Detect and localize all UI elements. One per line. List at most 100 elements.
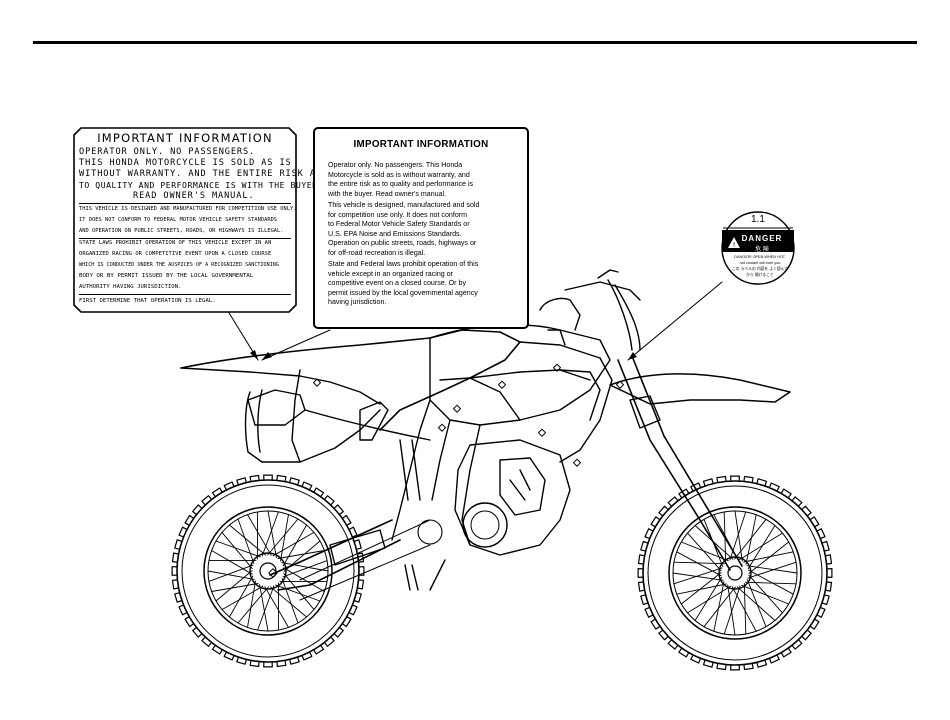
label-line: THIS HONDA MOTORCYCLE IS SOLD AS IS	[79, 158, 292, 168]
tire-knob	[650, 618, 661, 630]
wheel-spoke	[747, 525, 776, 570]
tire-knob	[356, 579, 365, 590]
danger-text: この ラベルの 内容を よく読んで	[731, 267, 789, 271]
tire-knob	[658, 629, 669, 641]
wheel-spoke	[259, 584, 269, 632]
tire-knob	[236, 656, 247, 665]
label-line: IT DOES NOT CONFORM TO FEDERAL MOTOR VEH…	[79, 217, 278, 223]
tire-knob	[791, 496, 803, 507]
tire-knob	[756, 659, 768, 668]
tire-knob	[768, 654, 780, 664]
wheel-spoke	[713, 581, 725, 632]
wheel-spoke	[673, 561, 725, 565]
danger-number: 1.1	[751, 214, 765, 225]
wheel-spoke	[676, 583, 727, 595]
wheel-spoke	[734, 510, 743, 562]
label-line: AUTHORITY HAVING JURISDICTION.	[79, 284, 182, 290]
tire-knob	[333, 626, 344, 638]
tire-knob	[816, 606, 826, 618]
wheel-spoke	[267, 518, 299, 556]
wheel-spoke	[748, 569, 794, 595]
tire-knob	[667, 639, 679, 650]
tire-knob	[667, 496, 679, 507]
wheel-spoke	[277, 550, 325, 559]
tire-knob	[743, 662, 754, 671]
tire-knob	[716, 662, 727, 671]
tire-knob	[174, 539, 183, 550]
tire-knob	[223, 481, 235, 491]
wheel-spoke	[731, 586, 757, 632]
tire-knob	[192, 504, 203, 516]
wheel-spoke	[729, 511, 747, 561]
label-line: OPERATOR ONLY. NO PASSENGERS.	[79, 147, 256, 157]
tire-knob	[323, 495, 335, 506]
tire-knob	[816, 528, 826, 540]
tire-knob	[178, 604, 188, 616]
label-paragraph: State and Federal laws prohibit operatio…	[328, 260, 479, 307]
tire-knob	[743, 475, 754, 484]
tire-knob	[348, 604, 358, 616]
tire-knob	[313, 644, 325, 655]
tire-knob	[702, 478, 714, 487]
tire-knob	[192, 626, 203, 638]
wheel-spoke	[673, 567, 723, 585]
wheel-spoke	[228, 524, 267, 556]
label-line: AND OPERATION ON PUBLIC STREETS, ROADS, …	[79, 228, 284, 234]
tire-knob	[824, 581, 833, 592]
label-title: IMPORTANT INFORMATION	[353, 139, 489, 150]
danger-text: から 開けること	[746, 273, 774, 277]
tire-knob	[824, 554, 833, 565]
danger-kanji: 危 険	[755, 247, 769, 253]
tire-knob	[174, 592, 183, 603]
tire-knob	[276, 474, 287, 483]
wheel-spoke	[687, 532, 722, 572]
wheel-spoke	[745, 514, 757, 565]
label-line: WHICH IS CONDUCTED UNDER THE AUSPICES OF…	[79, 262, 279, 268]
tire-knob	[333, 504, 344, 516]
tire-knob	[644, 606, 654, 618]
tire-knob	[171, 579, 180, 590]
danger-label-shape: !	[721, 211, 795, 285]
wheel-spoke	[257, 585, 275, 631]
tire-knob	[289, 656, 300, 665]
label-line: STATE LAWS PROHIBIT OPERATION OF THIS VE…	[79, 240, 272, 246]
label-line: THIS VEHICLE IS DESIGNED AND MANUFACTURE…	[79, 206, 297, 212]
tire-knob	[821, 540, 830, 552]
wheel-spoke	[676, 551, 722, 577]
wheel-spoke	[703, 586, 736, 628]
wheel-spoke	[207, 570, 255, 580]
wheel-spoke	[247, 514, 272, 556]
wheel-spoke	[264, 586, 289, 628]
wheel-spoke	[237, 518, 255, 564]
tire-knob	[236, 477, 247, 486]
wheel-spoke	[228, 575, 254, 618]
tire-knob	[356, 552, 365, 563]
wheel-spoke	[745, 581, 797, 585]
tire-knob	[348, 526, 358, 538]
label-frame	[73, 127, 297, 313]
tire-knob	[650, 516, 661, 528]
tire-knob	[702, 659, 714, 668]
label-line: TO QUALITY AND PERFORMANCE IS WITH THE B…	[79, 180, 324, 190]
wheel-spoke	[747, 561, 797, 579]
tire-knob	[821, 594, 830, 606]
tire-knob	[640, 540, 649, 552]
tire-knob	[171, 552, 180, 563]
danger-label: ! 1.1 DANGER 危 険 DANGER! OPEN WHEN HOT. …	[710, 210, 806, 286]
tire-knob	[171, 566, 178, 576]
wheel-spoke	[282, 524, 308, 567]
wheel-spoke	[680, 541, 729, 562]
tire-knob	[801, 629, 812, 641]
tire-knob	[780, 488, 792, 499]
label-title: IMPORTANT INFORMATION	[97, 131, 273, 145]
tire-knob	[640, 594, 649, 606]
important-information-label-caps: IMPORTANT INFORMATION OPERATOR ONLY. NO …	[73, 127, 324, 313]
wheel-spoke	[247, 580, 256, 628]
tire-knob	[768, 482, 780, 492]
wheel-spoke	[215, 540, 261, 558]
rear-wheel	[171, 474, 365, 668]
tire-knob	[201, 636, 213, 647]
wheel-spoke	[743, 583, 747, 635]
header-rule	[33, 41, 917, 44]
